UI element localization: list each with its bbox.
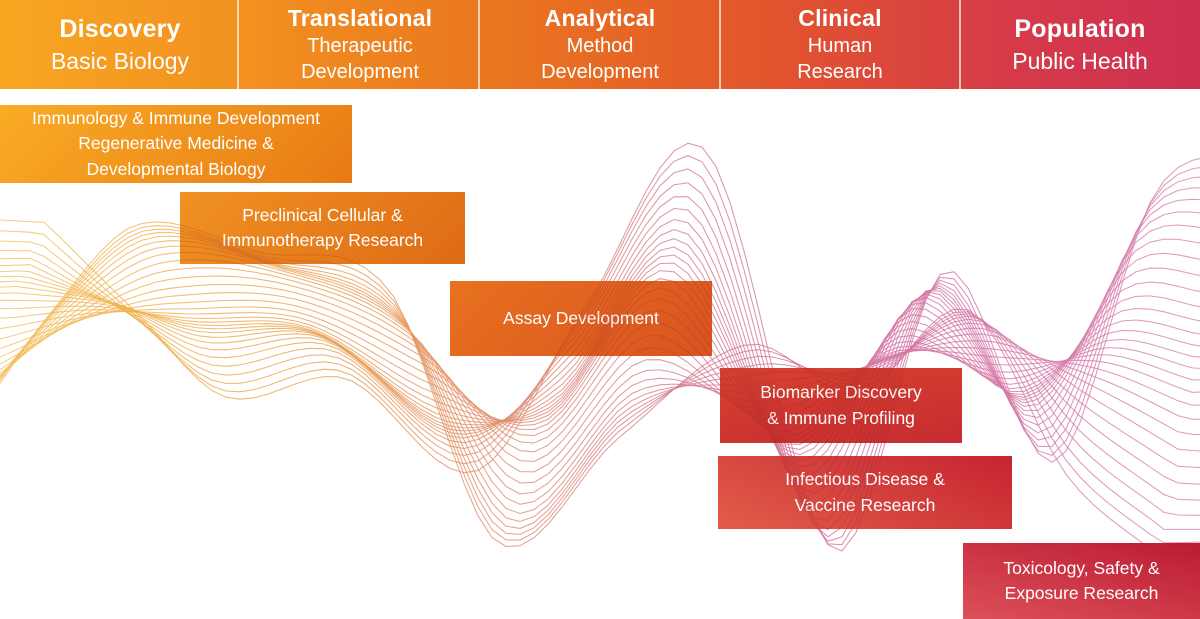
area-label-line: Assay Development xyxy=(503,307,659,328)
area-label-line: Immunotherapy Research xyxy=(221,230,424,250)
phase-subtitle: Basic Biology xyxy=(50,47,190,74)
phase-clinical: Clinical Human Research xyxy=(720,0,960,89)
area-label-line: Immunology & Immune Development xyxy=(32,107,320,128)
phase-title: Translational xyxy=(287,4,433,31)
area-biomarker-discovery-immune-profiling: Biomarker Discovery & Immune Profiling xyxy=(720,368,962,443)
phase-subtitle: Human Research xyxy=(797,34,883,83)
area-assay-development: Assay Development xyxy=(450,281,712,356)
area-label-line: & Immune Profiling xyxy=(767,407,915,428)
area-toxicology-safety-exposure: Toxicology, Safety & Exposure Research xyxy=(963,543,1200,619)
phase-title: Population xyxy=(1014,15,1146,44)
phase-title: Analytical xyxy=(544,4,656,31)
phase-divider xyxy=(478,0,480,89)
phase-subtitle: Public Health xyxy=(1012,47,1148,74)
phase-discovery: Discovery Basic Biology xyxy=(0,0,240,89)
area-infectious-disease-vaccine: Infectious Disease & Vaccine Research xyxy=(718,456,1012,529)
area-label-line: Biomarker Discovery xyxy=(760,382,922,403)
phase-translational: Translational Therapeutic Development xyxy=(240,0,480,89)
phase-divider xyxy=(959,0,961,89)
area-label-line: Infectious Disease & xyxy=(785,469,945,490)
area-label-line: Exposure Research xyxy=(1004,583,1159,603)
area-preclinical-cellular-immunotherapy: Preclinical Cellular & Immunotherapy Res… xyxy=(180,192,465,264)
phase-title: Discovery xyxy=(59,15,181,44)
phase-subtitle: Method Development xyxy=(541,34,659,83)
area-label-line: Preclinical Cellular & xyxy=(242,204,403,225)
phase-population: Population Public Health xyxy=(960,0,1200,89)
area-label-line: Developmental Biology xyxy=(86,158,266,179)
area-immunology-immune-development: Immunology & Immune Development Regenera… xyxy=(0,105,352,183)
area-label-line: Toxicology, Safety & xyxy=(1003,557,1160,578)
phase-divider xyxy=(237,0,239,89)
phase-analytical: Analytical Method Development xyxy=(480,0,720,89)
phase-header-bar: Discovery Basic Biology Translational Th… xyxy=(0,0,1200,89)
phase-title: Clinical xyxy=(798,4,882,31)
phase-divider xyxy=(719,0,721,89)
area-label-line: Vaccine Research xyxy=(794,494,936,515)
phase-subtitle: Therapeutic Development xyxy=(301,34,419,83)
area-label-line: Regenerative Medicine & xyxy=(78,133,274,154)
